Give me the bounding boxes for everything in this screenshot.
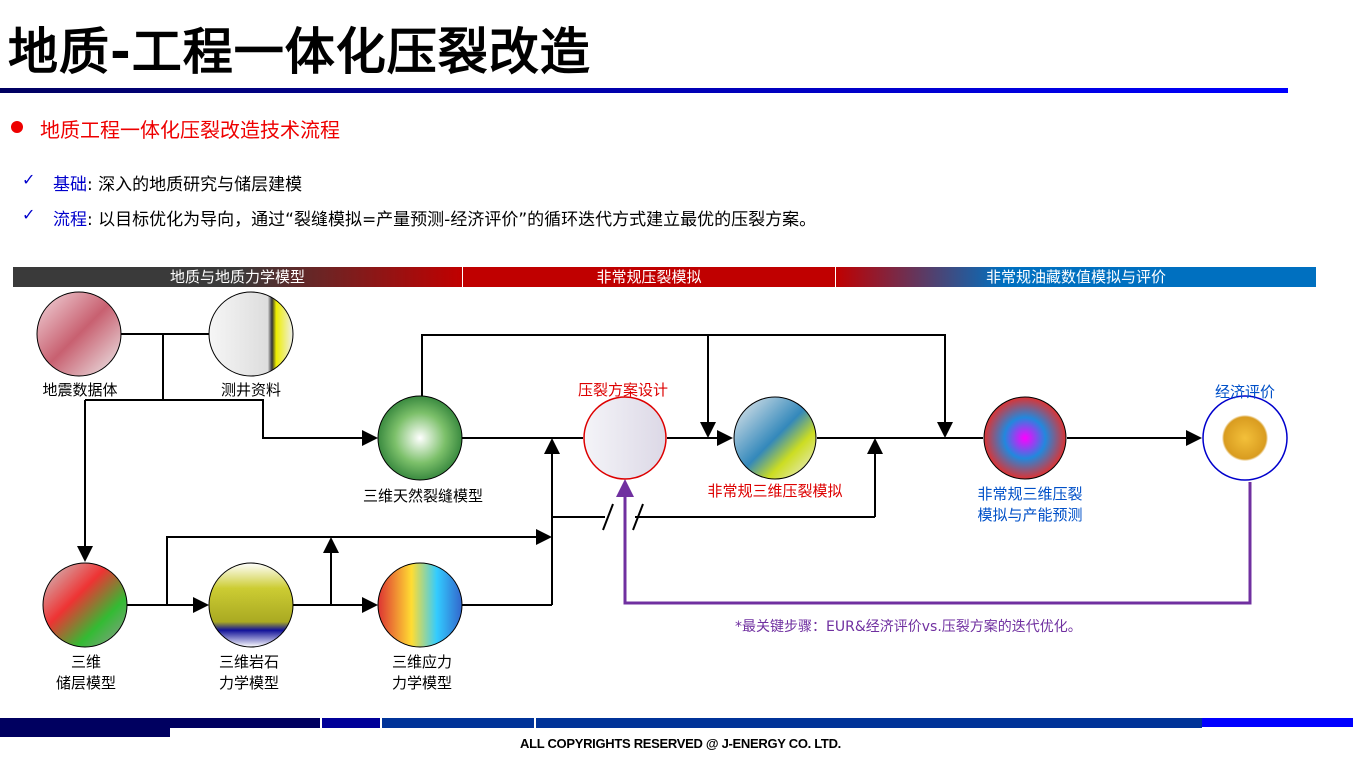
key-step-note: *最关键步骤：EUR&经济评价vs.压裂方案的迭代优化。 <box>735 619 1082 635</box>
footer-bar-seg <box>382 718 534 728</box>
label-res-1: 三维 <box>70 653 102 671</box>
section-heading: 地质工程一体化压裂改造技术流程 <box>40 118 340 142</box>
copyright: ALL COPYRIGHTS RESERVED @ J-ENERGY CO. L… <box>520 736 841 751</box>
label-res-2: 储层模型 <box>55 674 117 692</box>
reservoir-model-image <box>42 562 128 648</box>
footer-bar-seg <box>1202 718 1353 727</box>
well-log-image <box>208 291 294 377</box>
point-key: 基础 <box>53 175 87 195</box>
iteration-arrow <box>616 479 1252 605</box>
point-text: : 深入的地质研究与储层建模 <box>87 175 303 195</box>
seismic-image <box>36 291 122 377</box>
label-econ: 经济评价 <box>1214 383 1276 401</box>
point-basis: 基础: 深入的地质研究与储层建模 <box>53 170 302 195</box>
page-title: 地质-工程一体化压裂改造 <box>8 23 591 81</box>
band-geology: 地质与地质力学模型 <box>13 267 462 287</box>
rock-model-image <box>208 562 294 648</box>
label-prod-1: 非常规三维压裂 <box>977 485 1083 503</box>
label-prod-2: 模拟与产能预测 <box>977 506 1083 524</box>
frac-sim-image <box>733 396 817 480</box>
point-text: : 以目标优化为导向，通过“裂缝模拟=产量预测-经济评价”的循环迭代方式建立最优… <box>87 210 817 230</box>
label-seismic: 地震数据体 <box>42 381 118 399</box>
coins-icon <box>1202 395 1288 481</box>
label-stress-1: 三维应力 <box>391 653 453 671</box>
band-reservoir: 非常规油藏数值模拟与评价 <box>836 267 1316 287</box>
footer-bar-seg <box>170 718 320 728</box>
label-rock-2: 力学模型 <box>218 674 280 692</box>
production-image <box>983 396 1067 480</box>
label-stress-2: 力学模型 <box>391 674 453 692</box>
title-underline <box>0 88 1288 93</box>
footer-bar-seg <box>322 718 380 728</box>
label-fracture: 三维天然裂缝模型 <box>362 487 484 505</box>
label-sim: 非常规三维压裂模拟 <box>707 482 843 500</box>
point-key: 流程 <box>53 210 87 230</box>
fracture-model-image <box>377 395 463 481</box>
label-design: 压裂方案设计 <box>577 381 669 399</box>
footer-bar <box>0 718 170 737</box>
label-well: 测井资料 <box>220 381 282 399</box>
check-icon: ✓ <box>22 170 36 189</box>
band-fracturing: 非常规压裂模拟 <box>463 267 835 287</box>
frac-design-image <box>583 396 667 480</box>
footer-bar-seg <box>536 718 1202 728</box>
point-process: 流程: 以目标优化为导向，通过“裂缝模拟=产量预测-经济评价”的循环迭代方式建立… <box>53 205 816 230</box>
check-icon: ✓ <box>22 205 36 224</box>
label-rock-1: 三维岩石 <box>218 653 280 671</box>
stress-model-image <box>377 562 463 648</box>
bullet-icon <box>11 121 23 133</box>
